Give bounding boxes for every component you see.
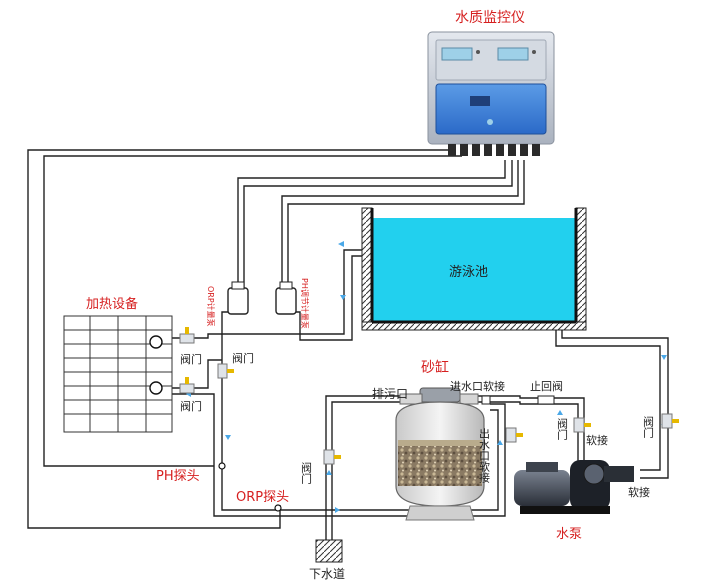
check-valve-label: 止回阀 <box>530 379 563 393</box>
valve-icon <box>179 377 195 394</box>
pool-label: 游泳池 <box>449 265 488 280</box>
valve-label-6: 阀门 <box>642 415 655 439</box>
display-screen-left <box>441 47 473 61</box>
orp-probe-label: ORP探头 <box>236 490 289 505</box>
valve-icon <box>505 427 523 443</box>
inlet-hose-joint <box>481 395 491 405</box>
inlet-hose-label: 进水口软接 <box>450 379 505 393</box>
sand-tank-label: 砂缸 <box>421 359 449 376</box>
valve-icon <box>179 327 195 344</box>
soft-joint-label-1: 软接 <box>586 433 608 447</box>
valve-label-4: 阀门 <box>300 461 313 485</box>
water-pump <box>514 460 634 514</box>
valve-label-3-text: 阀门 <box>232 351 254 365</box>
display-screen-right <box>497 47 529 61</box>
ph-metering-pump <box>275 281 297 315</box>
swimming-pool <box>361 207 587 331</box>
valve-icon <box>323 449 341 465</box>
water-quality-controller <box>427 31 555 156</box>
sand-filter-tank <box>395 387 485 521</box>
orp-pump-label: ORP计量泵 <box>206 286 216 327</box>
drain-port-label: 排污口 <box>372 387 408 401</box>
sewer <box>315 539 343 563</box>
pump-label: 水泵 <box>556 527 582 542</box>
heater-label: 加热设备 <box>86 296 138 312</box>
sewer-label: 下水道 <box>309 567 345 581</box>
ph-pump-label: PH调节计量泵 <box>300 278 310 329</box>
valve-icon <box>217 363 234 379</box>
valve-icon <box>573 417 591 433</box>
check-valve <box>537 395 555 405</box>
pipe-network <box>27 149 669 540</box>
valve-label-3: 阀门 <box>232 351 254 365</box>
controller-panel <box>435 83 547 135</box>
orp-metering-pump <box>227 281 249 315</box>
ph-probe-label: PH探头 <box>156 469 200 484</box>
valve-label-5: 阀门 <box>556 417 569 441</box>
heater <box>63 315 173 433</box>
valve-label-2: 阀门 <box>180 399 202 413</box>
valve-label-1: 阀门 <box>180 352 202 366</box>
controller-label: 水质监控仪 <box>455 10 525 26</box>
ph-probe-point <box>218 462 226 470</box>
valve-icon <box>661 413 679 429</box>
outlet-hose-label: 出水口软接 <box>478 427 491 484</box>
orp-probe-point <box>274 504 282 512</box>
soft-joint-label-2: 软接 <box>628 485 650 499</box>
